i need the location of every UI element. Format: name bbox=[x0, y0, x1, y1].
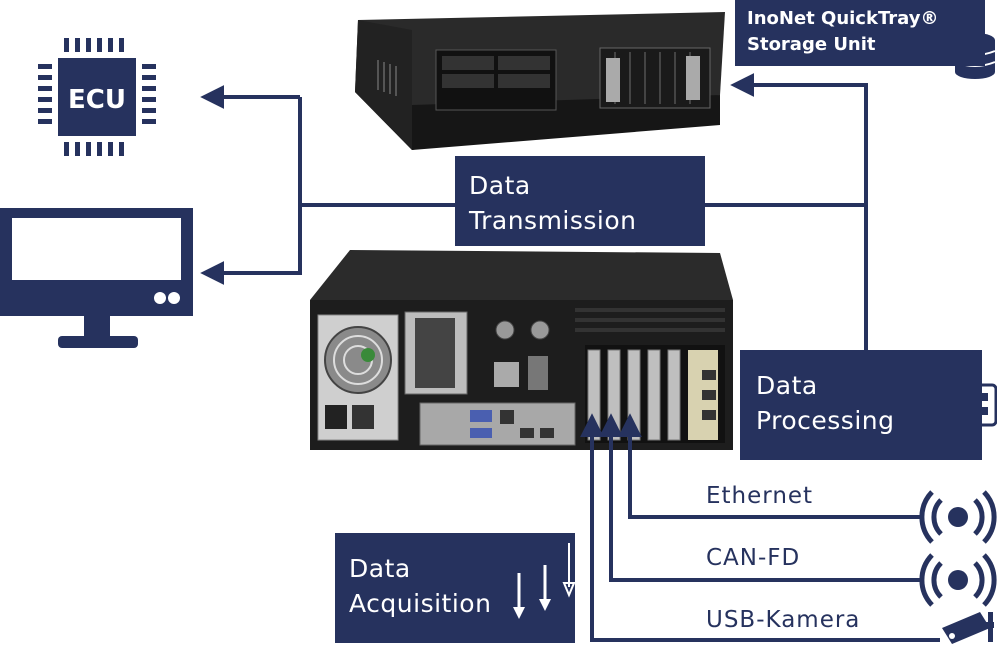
storage-unit-label: InoNet QuickTray® Storage Unit bbox=[735, 0, 985, 66]
monitor-icon bbox=[0, 208, 193, 348]
arrow-down-icon bbox=[513, 543, 575, 619]
usb-camera-label: USB-Kamera bbox=[706, 607, 861, 633]
wireless-sensor-icon bbox=[919, 553, 997, 607]
ethernet-label: Ethernet bbox=[706, 483, 814, 509]
wireless-sensor-icon bbox=[919, 490, 997, 544]
transmission-line1: Data bbox=[469, 171, 531, 200]
ecu-chip-icon: ECU bbox=[38, 38, 156, 156]
connection-lines bbox=[200, 73, 940, 642]
security-camera-icon bbox=[942, 612, 994, 644]
processing-line1: Data bbox=[756, 371, 818, 400]
industrial-pc-device bbox=[310, 250, 733, 450]
data-processing-box: Data Processing bbox=[740, 350, 982, 460]
can-fd-label: CAN-FD bbox=[706, 545, 801, 571]
data-transmission-box: Data Transmission bbox=[455, 156, 705, 246]
acquisition-line1: Data bbox=[349, 554, 411, 583]
processing-line2: Processing bbox=[756, 406, 895, 435]
transmission-line2: Transmission bbox=[469, 206, 637, 235]
storage-title-line1: InoNet QuickTray® bbox=[747, 8, 939, 29]
data-acquisition-box: Data Acquisition bbox=[335, 533, 575, 643]
ecu-label: ECU bbox=[68, 85, 126, 115]
storage-title-line2: Storage Unit bbox=[747, 34, 876, 55]
storage-unit-device bbox=[355, 12, 725, 150]
acquisition-line2: Acquisition bbox=[349, 589, 492, 618]
